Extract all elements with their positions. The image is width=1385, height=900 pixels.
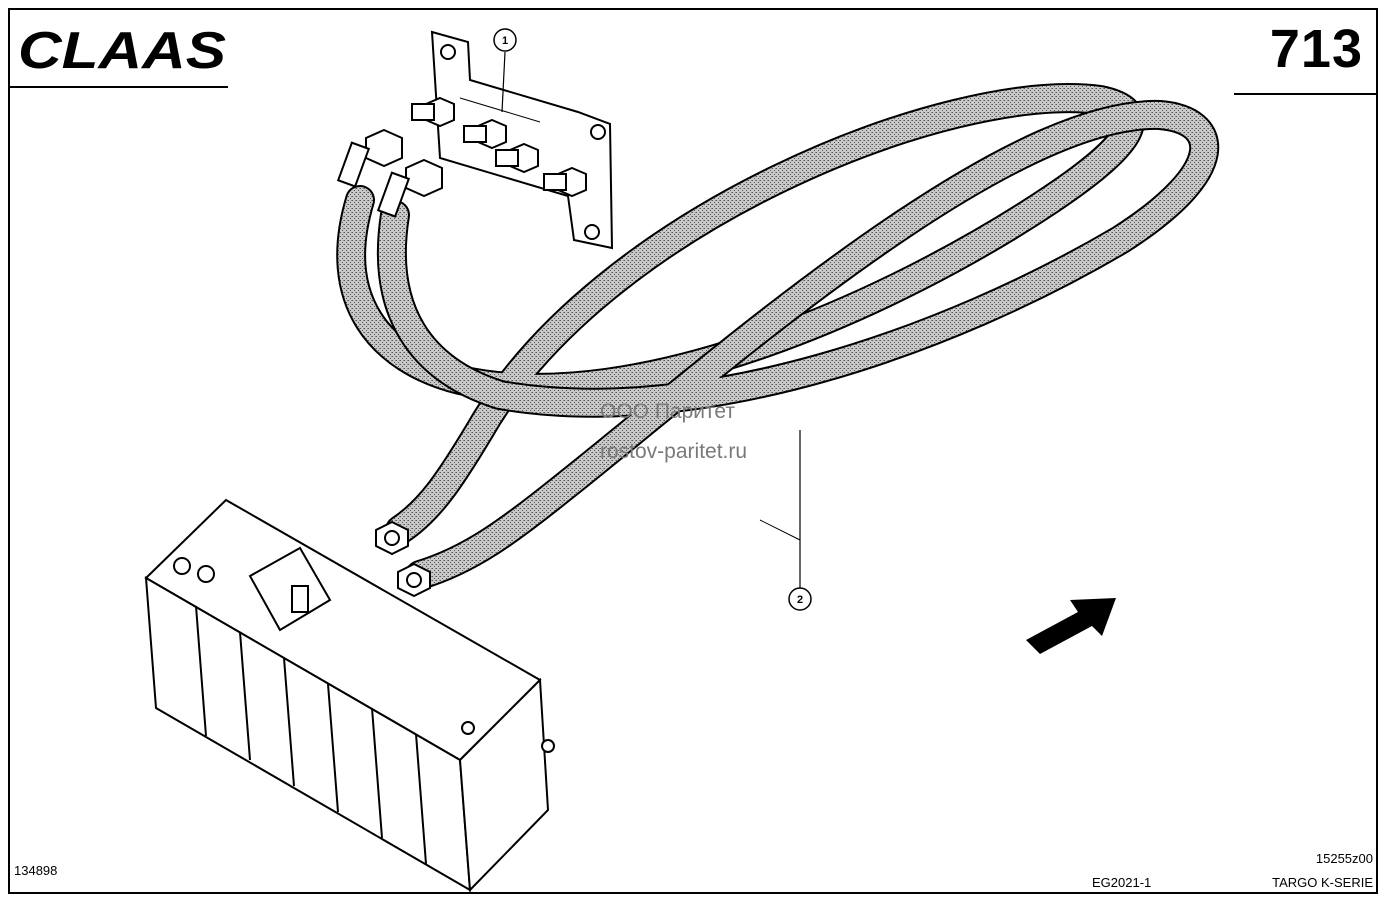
- brand-text: CLAAS: [18, 22, 226, 78]
- callout-1-label: 1: [502, 35, 508, 47]
- group-code: EG2021-1: [1092, 875, 1152, 890]
- watermark-url: rostov-paritet.ru: [600, 440, 748, 463]
- sheet-code: 15255z00: [1315, 851, 1373, 866]
- control-valve-block: [144, 498, 555, 893]
- mounting-bracket: [430, 30, 614, 250]
- series-name: TARGO K-SERIE: [1272, 875, 1373, 890]
- callout-1: 1: [459, 28, 541, 123]
- page-number-underline: [1234, 93, 1378, 95]
- drawing-frame: [8, 8, 1378, 894]
- callout-2-label: 2: [797, 594, 803, 606]
- drawing-number: 134898: [14, 863, 58, 878]
- logo-underline: [10, 86, 228, 88]
- arrow-icon: [1026, 598, 1116, 654]
- bracket-fittings: [336, 96, 587, 598]
- page-number: 713: [1269, 19, 1363, 79]
- callout-2: 2: [759, 430, 812, 611]
- watermark-company: ООО Паритет: [600, 400, 736, 423]
- claas-logo-icon: CLAAS: [18, 22, 226, 78]
